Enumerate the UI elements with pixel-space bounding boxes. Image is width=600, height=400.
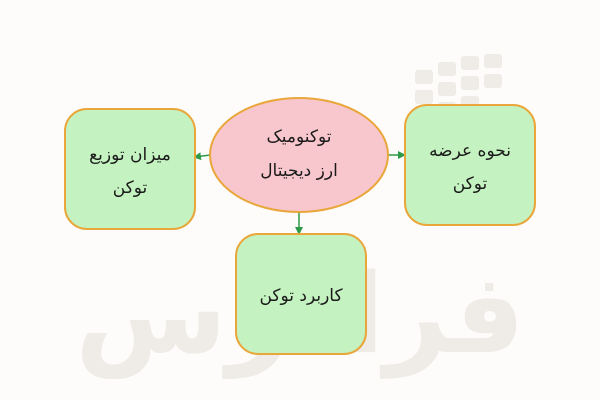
bottom-node-shape: [235, 233, 367, 355]
right-node-shape: [404, 104, 536, 226]
center-node-line1: توکنومیک: [267, 127, 332, 147]
bottom-node: کاربرد توکن: [235, 233, 367, 355]
center-node-line2: ارز دیجیتال: [260, 161, 338, 181]
right-node-line1: نحوه عرضه: [429, 141, 511, 161]
left-node-shape: [64, 108, 196, 230]
arrow-to-left-node: [193, 152, 211, 161]
center-node-shape: [209, 97, 389, 213]
left-node-line1: میزان توزیع: [89, 145, 171, 165]
right-node: نحوه عرضه توکن: [404, 104, 536, 226]
left-node: میزان توزیع توکن: [64, 108, 196, 230]
center-node: توکنومیک ارز دیجیتال: [209, 97, 389, 213]
left-node-line2: توکن: [113, 178, 148, 198]
bottom-node-line1: کاربرد توکن: [259, 286, 343, 306]
right-node-line2: توکن: [453, 174, 488, 194]
